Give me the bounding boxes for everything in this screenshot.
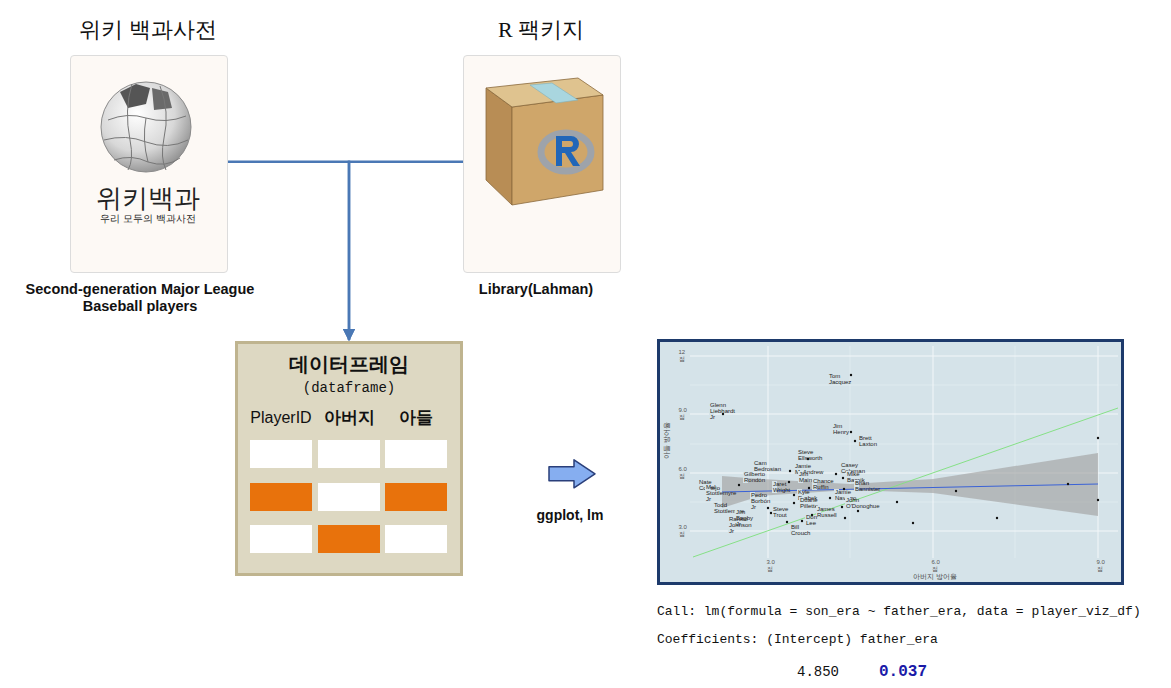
player-name: Brian Bannister bbox=[854, 480, 859, 492]
regression-call: Call: lm(formula = son_era ~ father_era,… bbox=[657, 605, 1141, 620]
player-name: John O'Donoghue bbox=[845, 497, 850, 509]
player-name: Steve Trout bbox=[772, 506, 777, 518]
logo-tagline: 우리 모두의 백과사전 bbox=[100, 213, 196, 225]
package-caption: Library(Lahman) bbox=[479, 281, 593, 298]
tick-label: 3.0 점 bbox=[679, 524, 682, 538]
player-name: Glenn Liebhardt Jr bbox=[709, 402, 714, 420]
player-name: Todd Stottlemyre bbox=[713, 502, 718, 514]
player-name: Bill Crouch bbox=[790, 524, 795, 536]
player-name: Cam Bedrosian bbox=[753, 460, 758, 472]
tick-label: 6.0 점 bbox=[932, 559, 935, 573]
scatter-plot bbox=[657, 339, 1124, 585]
player-name: Chance Ruffin bbox=[812, 478, 817, 490]
player-name: Nate Cornejo bbox=[698, 479, 703, 491]
dataframe-title: 데이터프레임 bbox=[289, 353, 409, 376]
player-name: James Russell bbox=[816, 506, 821, 518]
package-title: R 팩키지 bbox=[498, 17, 584, 42]
player-name: Casey Coleman bbox=[840, 462, 845, 474]
block-arrow bbox=[549, 460, 595, 488]
player-name: Gilberto Rondón bbox=[743, 471, 748, 483]
dataframe-subtitle: (dataframe) bbox=[303, 380, 395, 396]
player-name: Brett Laxton bbox=[858, 435, 863, 447]
player-name: Steve Ellsworth bbox=[797, 449, 802, 461]
player-name: Don Lee bbox=[805, 514, 810, 526]
source-box: 위키 백과사전위키백과우리 모두의 백과사전Second-generation … bbox=[70, 55, 228, 273]
column-header: 아버지 bbox=[324, 408, 375, 428]
source-caption: Second-generation Major League Baseball … bbox=[0, 281, 280, 314]
dataframe-cells bbox=[235, 341, 463, 576]
column-header: 아들 bbox=[399, 408, 433, 428]
tick-label: 12 점 bbox=[679, 349, 682, 363]
merge-connector bbox=[349, 162, 463, 340]
tick-label: 3.0 점 bbox=[767, 559, 770, 573]
player-name: Mike Bacsik bbox=[846, 471, 851, 483]
axis-title: 아버지 방어율 bbox=[913, 573, 957, 581]
player-name: Tom Jacquez bbox=[828, 373, 833, 385]
edge-label: ggplot, lm bbox=[537, 507, 604, 523]
player-name: Jaret Wright bbox=[772, 481, 777, 493]
coefficient-value: 4.850 bbox=[797, 664, 839, 680]
tick-label: 9.0 점 bbox=[679, 407, 682, 421]
source-title: 위키 백과사전 bbox=[79, 17, 217, 42]
tick-label: 6.0 점 bbox=[679, 466, 682, 480]
axis-title: 아들 방어율 bbox=[663, 422, 671, 459]
player-name: Duane Pillette bbox=[799, 497, 804, 509]
logo-wordmark: 위키백과 bbox=[96, 184, 200, 214]
player-name: Jim Henry bbox=[832, 423, 837, 435]
chart-panel: 아들 방어율아버지 방어율 12 점 9.0 점 6.0 점 3.0 점 3.0 점 6.0… bbox=[657, 339, 1124, 585]
player-name: Jamie Navarro bbox=[834, 489, 839, 501]
coefficient-value: 0.037 bbox=[879, 663, 927, 681]
player-name: Jim Mains bbox=[798, 471, 803, 483]
r-package-box bbox=[463, 55, 621, 273]
package-box: R 팩키지Library(Lahman) bbox=[463, 55, 621, 273]
wikipedia-logo bbox=[70, 55, 228, 273]
player-name: Jim Bagby Jr bbox=[735, 509, 740, 527]
player-name: Rankin Johnson Jr bbox=[728, 516, 733, 534]
dataframe-box: 데이터프레임 (dataframe) PlayerID 아버지 아들 bbox=[235, 341, 463, 576]
player-name: Mel Stottlemyre Jr bbox=[705, 484, 710, 502]
tick-label: 9.0 점 bbox=[1097, 559, 1100, 573]
player-name: Pedro Borbón Jr bbox=[750, 492, 755, 510]
regression-coefficients: Coefficients: (Intercept) father_era bbox=[657, 633, 938, 648]
column-header: PlayerID bbox=[250, 409, 311, 427]
merge-connector bbox=[228, 162, 349, 340]
